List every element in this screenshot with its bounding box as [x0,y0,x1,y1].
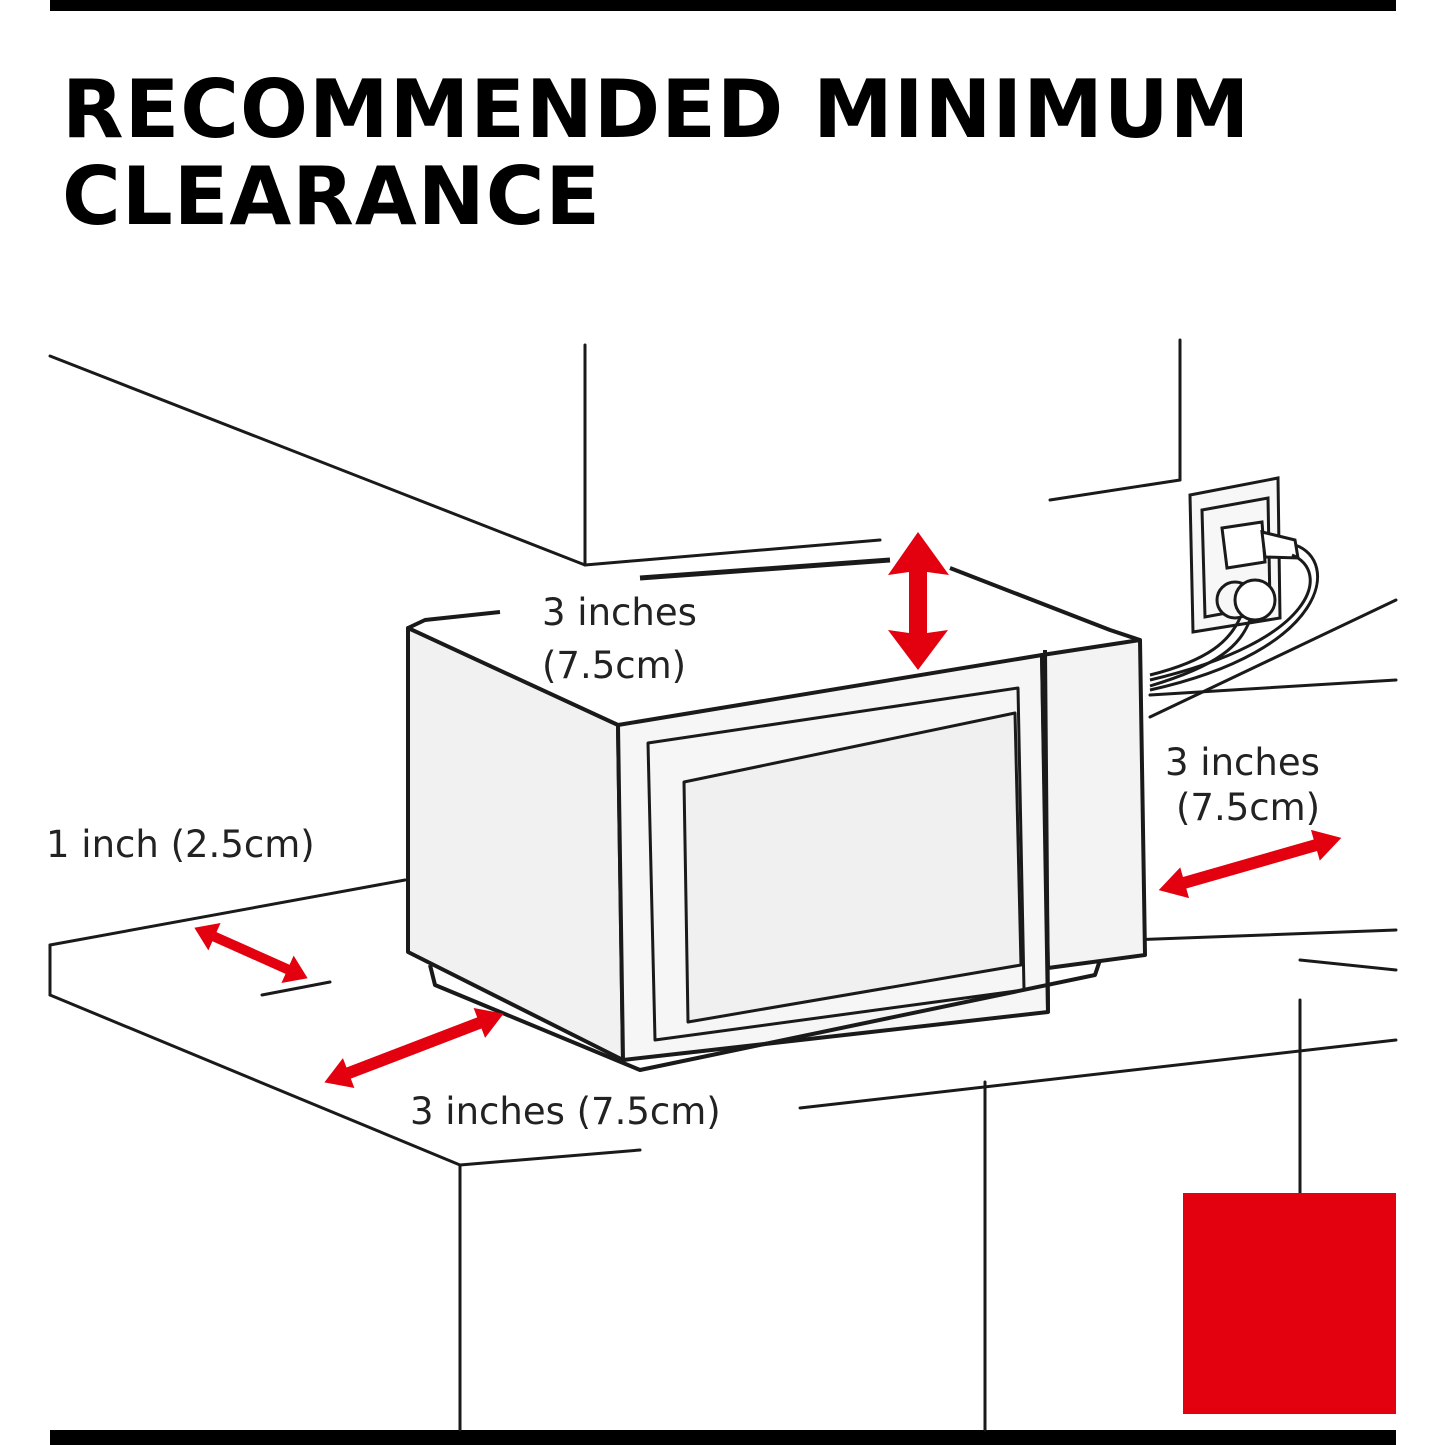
left-clearance-label: 1 inch (2.5cm) [46,823,315,866]
side-clearance-label-line-2: (7.5cm) [1176,786,1320,829]
side-clearance-label-line-1: 3 inches [1165,741,1320,784]
wall-outlet-icon [1188,476,1282,634]
double-arrow-icon [1158,829,1342,899]
upper-cabinet [48,338,1182,567]
double-arrow-icon [194,923,308,983]
countertop [48,598,1398,1432]
back-clearance-label: 3 inches (7.5cm) [410,1090,721,1133]
top-clearance-label-line-1: 3 inches [542,591,697,634]
double-arrow-icon [324,1007,504,1089]
top-clearance-label-line-2: (7.5cm) [542,644,686,687]
power-plug-icon [1149,520,1319,692]
page-title-line-1: RECOMMENDED MINIMUM [62,63,1251,156]
page-title-line-2: CLEARANCE [62,150,602,243]
double-arrow-icon [888,532,949,670]
bottom-frame-bar [50,1430,1396,1445]
microwave-illustration [406,557,1147,1072]
top-frame-bar [50,0,1396,11]
accent-square [1183,1193,1396,1414]
